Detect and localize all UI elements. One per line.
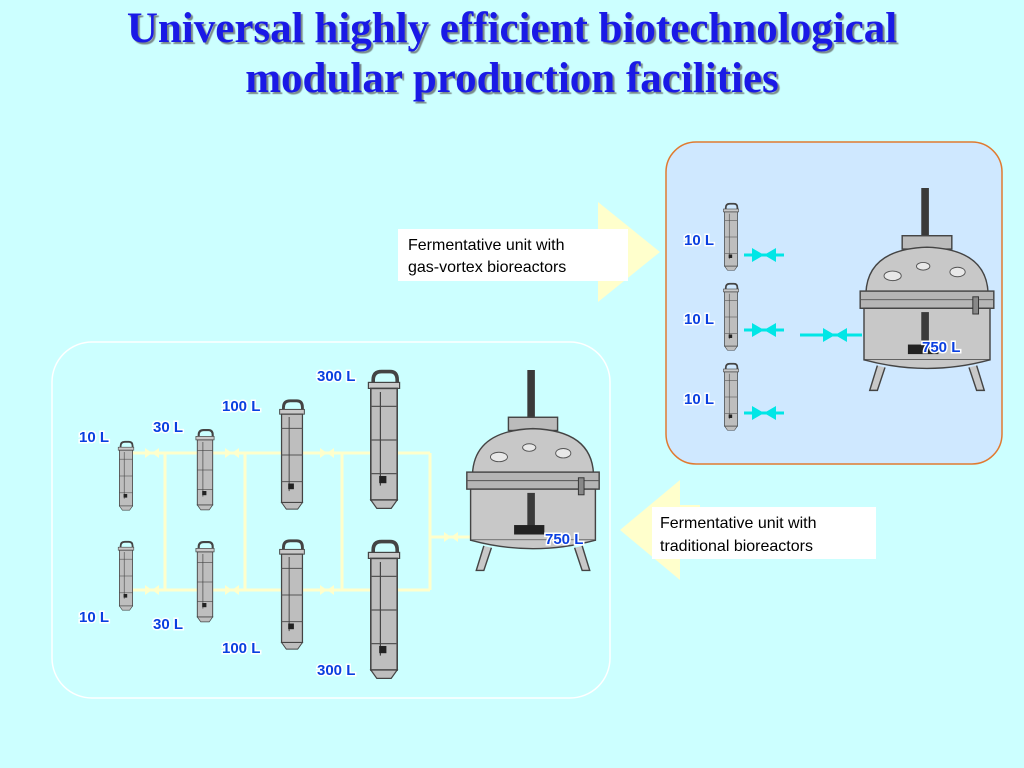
bottom-reactor-10l-icon	[116, 540, 136, 612]
vortex-reactor-3-icon	[722, 362, 740, 432]
traditional-valves	[145, 448, 458, 595]
bottom-reactor-300l-icon	[366, 539, 402, 681]
gas-vortex-callout-line-2: gas-vortex bioreactors	[408, 259, 566, 276]
vortex-reactor-2-label: 10 L	[684, 311, 714, 328]
vortex-reactor-2: 10 L	[683, 282, 786, 352]
vortex-reactor-2-icon	[722, 282, 740, 352]
gas-vortex-panel	[665, 141, 1003, 465]
traditional-main-label: 750 L	[545, 531, 583, 548]
bottom-reactor-30l-label: 30 L	[153, 616, 183, 633]
traditional-callout: Fermentative unit with traditional biore…	[620, 480, 876, 580]
traditional-callout-box	[652, 507, 876, 559]
vortex-reactor-3: 10 L	[683, 362, 786, 432]
bottom-reactor-300l-label: 300 L	[317, 662, 355, 679]
title-line-2: modular production facilities	[245, 55, 779, 102]
gas-vortex-callout-box	[398, 229, 628, 281]
bottom-reactor-100l-icon	[278, 539, 306, 651]
traditional-callout-line-1: Fermentative unit with	[660, 515, 817, 532]
top-reactor-100l-label: 100 L	[222, 398, 260, 415]
bottom-reactor-10l-label: 10 L	[79, 609, 109, 626]
vortex-reactor-1-icon	[722, 202, 740, 272]
title-line-1: Universal highly efficient biotechnologi…	[126, 5, 898, 52]
traditional-panel	[51, 341, 611, 699]
slide-title: Universal highly efficient biotechnologi…	[0, 4, 1024, 104]
gas-vortex-unit: 750 L 10 L 10 L 10 L	[665, 141, 1003, 465]
bottom-reactor-30l-icon	[194, 540, 216, 624]
top-reactor-100l-icon	[278, 399, 306, 511]
gas-vortex-callout: Fermentative unit with gas-vortex biorea…	[398, 202, 660, 302]
vortex-reactor-3-label: 10 L	[684, 391, 714, 408]
gas-vortex-main-label: 750 L	[922, 339, 960, 356]
top-reactor-10l-label: 10 L	[79, 429, 109, 446]
top-reactor-10l-icon	[116, 440, 136, 512]
top-reactor-300l-icon	[366, 369, 402, 511]
gas-vortex-callout-line-1: Fermentative unit with	[408, 237, 565, 254]
top-reactor-30l-label: 30 L	[153, 419, 183, 436]
vortex-reactor-1-label: 10 L	[684, 232, 714, 249]
traditional-unit: 750 L 10 L 30 L 100 L 300 L 10 L 30 L 10…	[51, 341, 611, 699]
bottom-reactor-100l-label: 100 L	[222, 640, 260, 657]
top-reactor-300l-label: 300 L	[317, 368, 355, 385]
traditional-callout-line-2: traditional bioreactors	[660, 538, 813, 555]
top-reactor-30l-icon	[194, 428, 216, 512]
vortex-reactor-1: 10 L	[683, 202, 786, 272]
